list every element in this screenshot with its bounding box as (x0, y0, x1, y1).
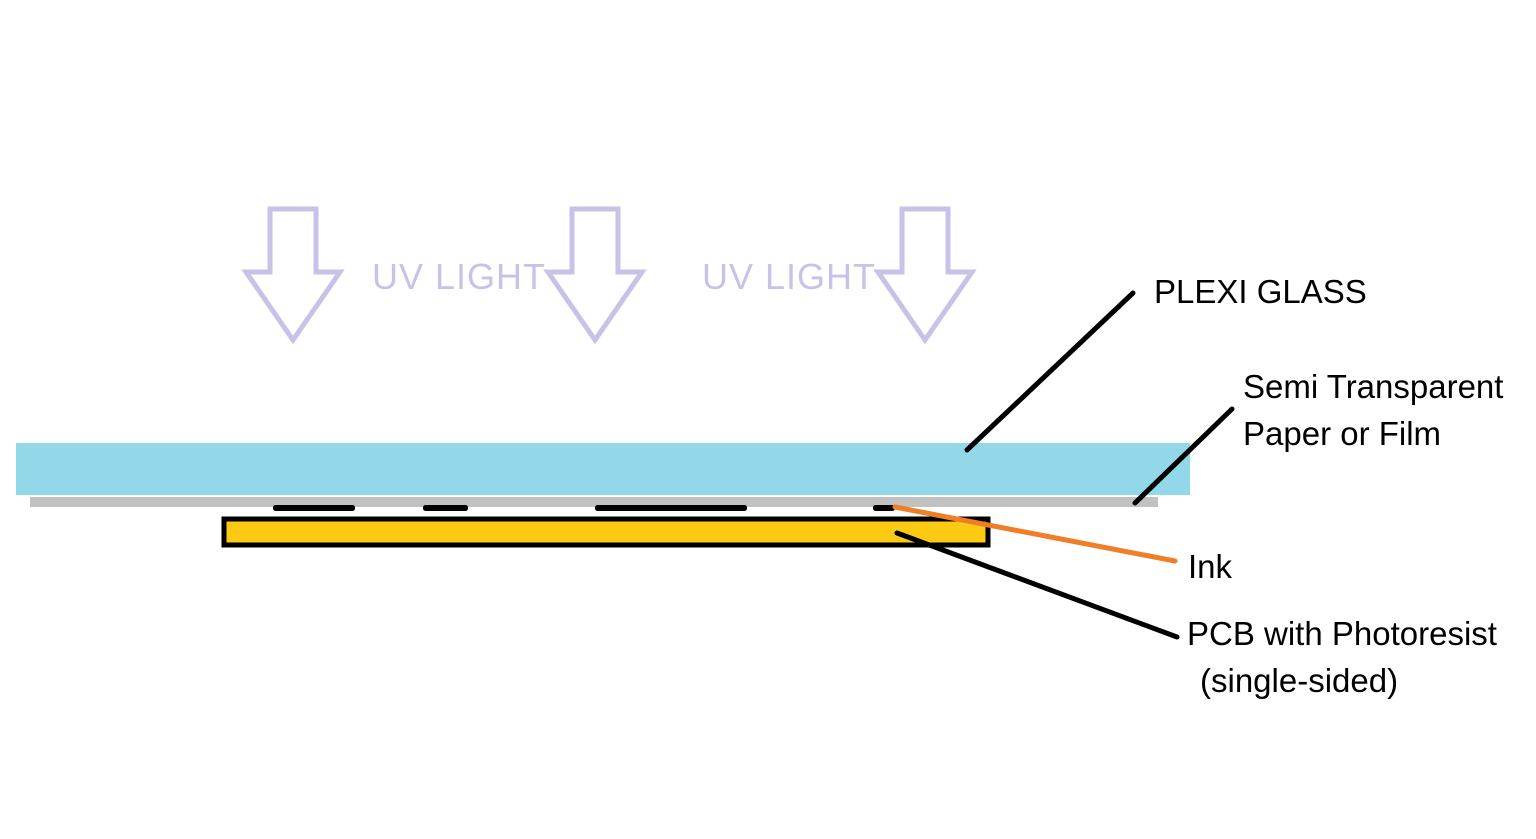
plexi-glass-label: PLEXI GLASS (1154, 273, 1367, 310)
pcb-label-line2: (single-sided) (1200, 662, 1398, 699)
plexi-glass-layer (16, 443, 1190, 495)
paper-label-line2: Paper or Film (1243, 415, 1441, 452)
plexi-glass-leader-line (964, 290, 1136, 453)
pcb-layer (224, 519, 988, 545)
ink-leader-line (892, 504, 1178, 564)
pcb-layer-border (221, 516, 991, 548)
semi-transparent-paper-layer (30, 497, 1158, 507)
ink-trace (273, 505, 355, 511)
ink-trace (873, 505, 895, 511)
paper-label-line1: Semi Transparent (1243, 368, 1503, 405)
uv-down-arrow-icon (873, 206, 977, 345)
ink-trace (595, 505, 747, 511)
uv-down-arrow-icon (543, 206, 647, 345)
uv-light-label: UV LIGHT (702, 256, 876, 297)
ink-label: Ink (1188, 548, 1233, 585)
paper-leader-line (1132, 406, 1235, 506)
uv-light-label: UV LIGHT (372, 256, 546, 297)
pcb-leader-line (894, 530, 1180, 640)
ink-trace (423, 505, 468, 511)
uv-down-arrow-icon (241, 206, 345, 345)
pcb-label-line1: PCB with Photoresist (1187, 615, 1497, 652)
